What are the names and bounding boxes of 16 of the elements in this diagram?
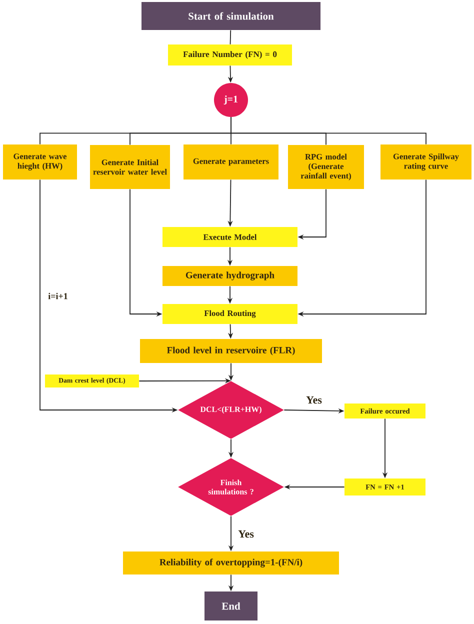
process-box: Generate hydrograph [162,266,298,286]
edge-label: Yes [237,529,255,539]
edge-label: i=i+1 [47,292,69,300]
process-box: Flood Routing [162,304,298,324]
process-box: Generate parameters [184,144,278,180]
process-box: Generate wave hieght (HW) [3,144,77,180]
process-box: Generate Spillway rating curve [380,144,472,180]
process-box: Failure Number (FN) = 0 [168,44,292,66]
terminal-box: Start of simulation [142,2,320,30]
edge-label: Yes [305,395,323,405]
process-box: Execute Model [162,227,298,247]
terminal-box: End [204,592,258,620]
process-box: Reliability of overtopping=1-(FN/i) [123,552,339,574]
process-box: RPG model (Generate rainfall event) [288,145,364,189]
process-box: Flood level in reservoire (FLR) [140,339,322,363]
process-box: Generate Initial reservoir water level [90,145,170,189]
